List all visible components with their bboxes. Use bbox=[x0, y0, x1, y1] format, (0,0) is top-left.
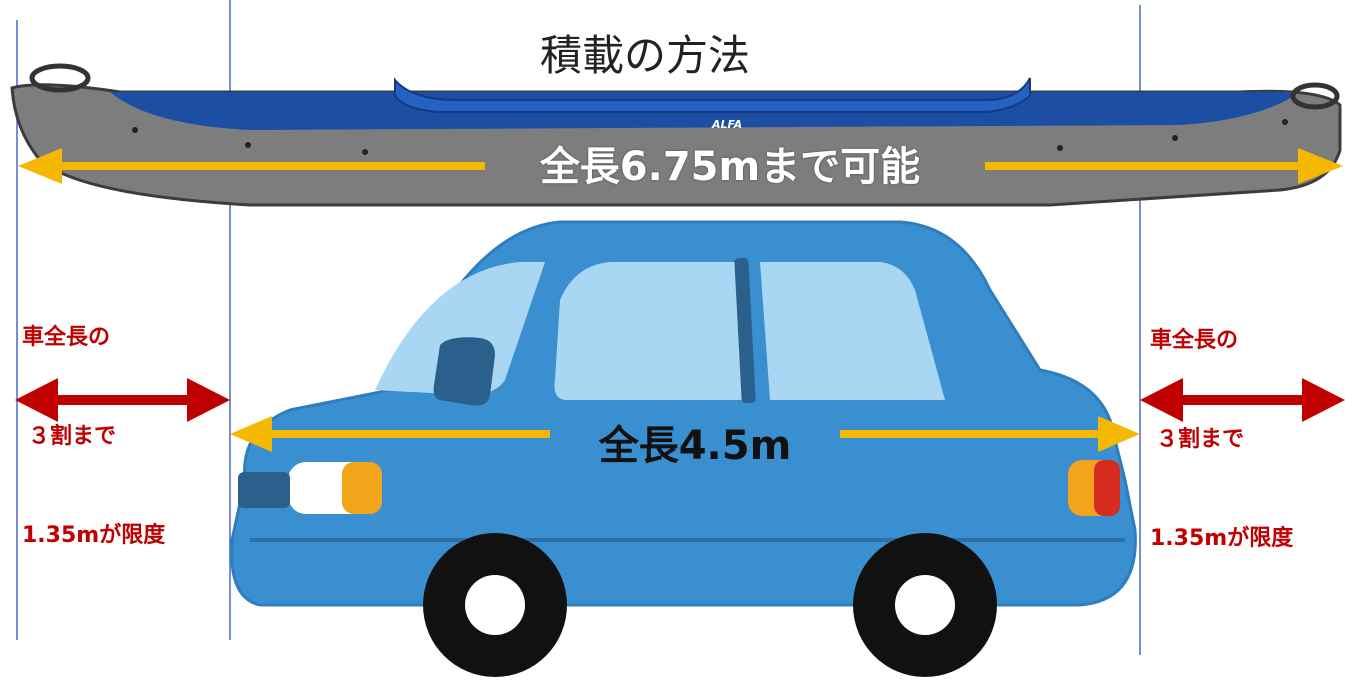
car-turn-signal-front bbox=[342, 462, 382, 514]
car-side-mirror bbox=[433, 337, 495, 406]
kayak-length-label: 全長6.75mまで可能 bbox=[539, 144, 921, 190]
car-rear-window bbox=[554, 262, 745, 400]
diagram-title: 積載の方法 bbox=[539, 31, 750, 80]
overhang-right-line1: 車全長の bbox=[1150, 328, 1239, 353]
kayak-length-arrow bbox=[18, 148, 1343, 184]
kayak-cockpit-rim bbox=[394, 77, 1031, 113]
overhang-right-line2: ３割まで bbox=[1156, 427, 1245, 452]
overhang-note-right: 車全長の ３割まで 1.35mが限度 bbox=[1150, 258, 1293, 621]
kayak-bow-handle bbox=[29, 63, 91, 93]
car-front-window bbox=[760, 262, 945, 400]
car-grille bbox=[238, 472, 290, 508]
overhang-left-arrow bbox=[15, 378, 230, 422]
overhang-left-line3: 1.35mが限度 bbox=[22, 523, 166, 548]
kayak-brand-mark: ALFA bbox=[711, 118, 742, 131]
car-length-label: 全長4.5m bbox=[598, 423, 792, 469]
overhang-left-line1: 車全長の bbox=[22, 325, 111, 350]
kayak-stern-handle bbox=[1290, 82, 1340, 110]
overhang-right-arrow bbox=[1140, 378, 1345, 422]
car-rear-wheel bbox=[853, 533, 997, 677]
car-taillight-red bbox=[1094, 460, 1120, 516]
car-front-wheel bbox=[423, 533, 567, 677]
overhang-right-line3: 1.35mが限度 bbox=[1150, 526, 1294, 551]
overhang-left-line2: ３割まで bbox=[28, 424, 117, 449]
overhang-note-left: 車全長の ３割まで 1.35mが限度 bbox=[22, 255, 165, 618]
kayak-illustration: ALFA bbox=[10, 63, 1342, 207]
car-illustration bbox=[230, 220, 1137, 677]
car-b-pillar bbox=[734, 257, 756, 404]
kayak-rivets bbox=[132, 119, 1288, 155]
car-windshield bbox=[375, 262, 545, 395]
car-length-arrow bbox=[230, 416, 1140, 452]
